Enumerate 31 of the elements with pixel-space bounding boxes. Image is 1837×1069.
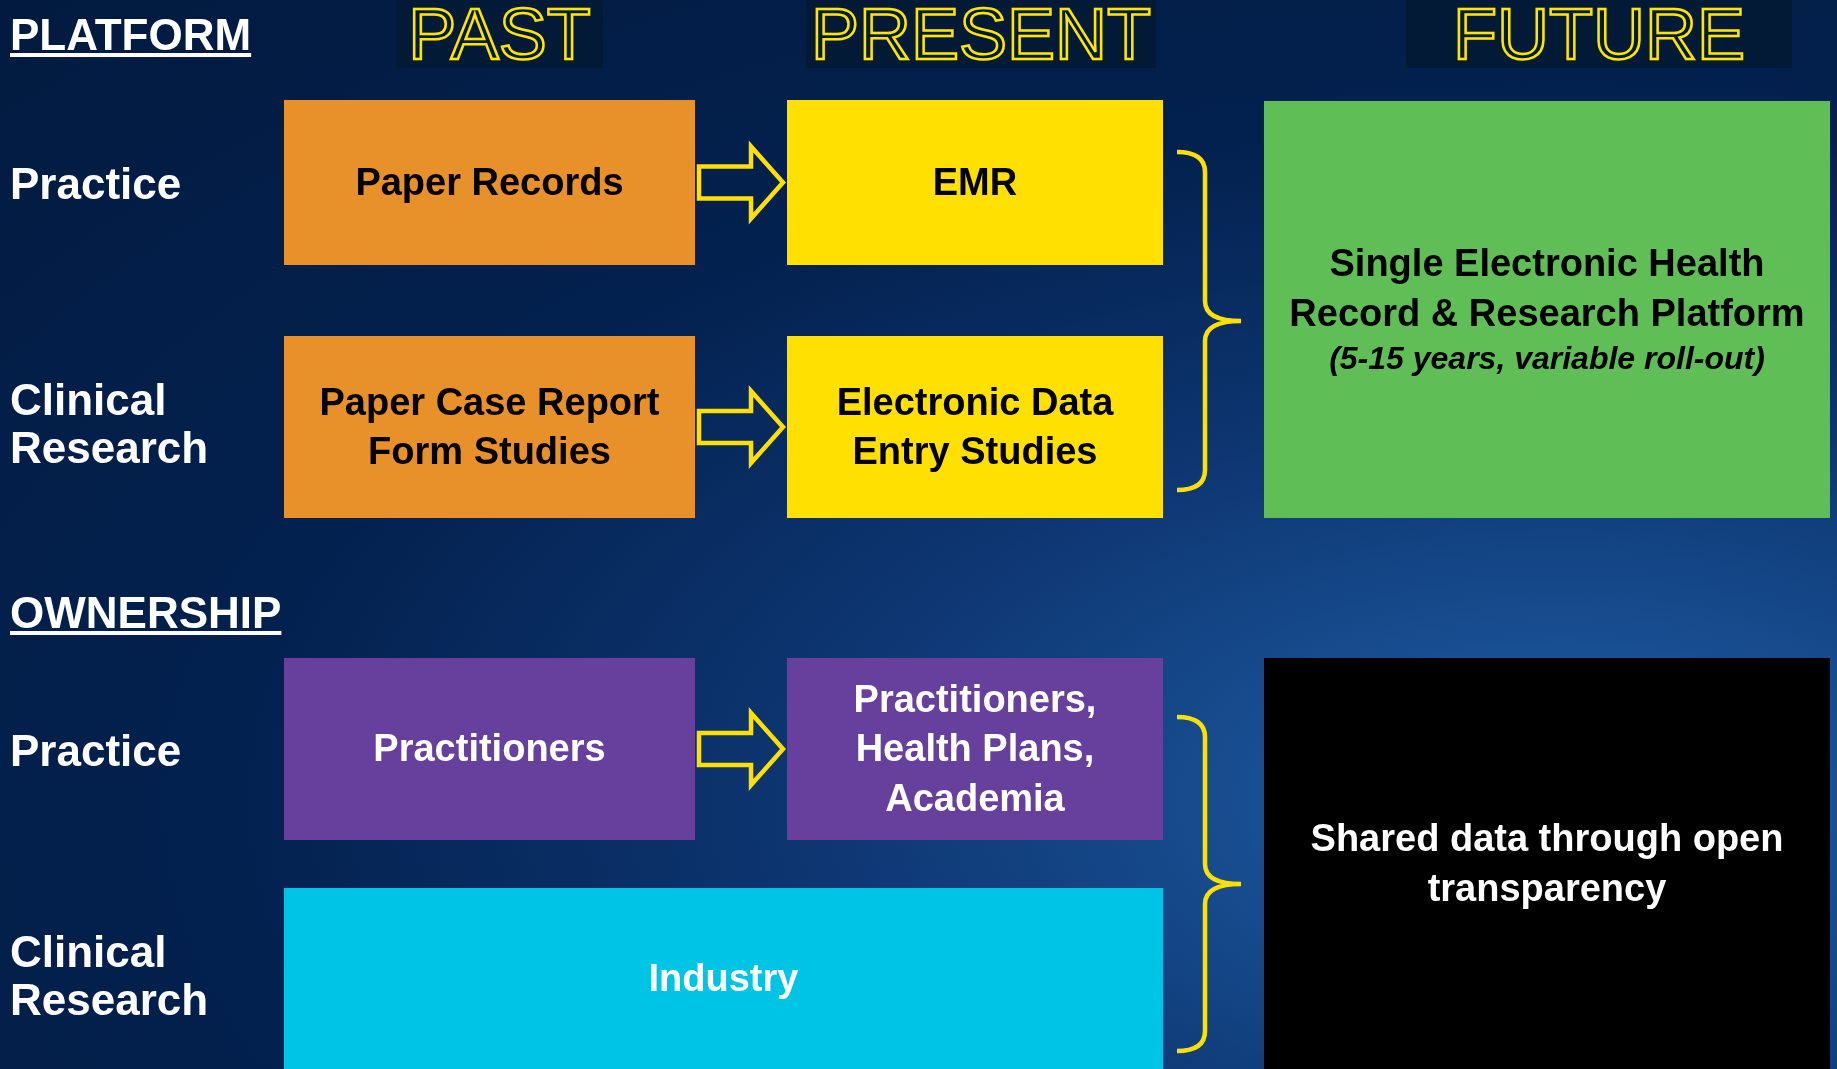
section-heading: PLATFORM <box>10 10 252 60</box>
box-text: EMR <box>932 159 1018 205</box>
box-text: Paper Records <box>355 159 624 205</box>
section-heading: OWNERSHIP <box>10 588 282 638</box>
box-text: Practitioners <box>373 726 606 772</box>
process-box <box>787 100 1163 265</box>
box-text: Paper Case Report Form Studies <box>318 379 661 474</box>
box-note: (5-15 years, variable roll-out) <box>1329 339 1765 379</box>
column-heading: PAST <box>396 0 603 68</box>
box-text: Industry <box>648 955 799 1001</box>
outcome-box <box>1264 101 1830 518</box>
block-arrow <box>696 385 786 469</box>
box-text: Shared data through open transparency <box>1309 816 1785 911</box>
row-label: Practice <box>10 727 183 775</box>
block-arrow <box>696 140 786 225</box>
process-box <box>787 658 1163 840</box>
box-text: Practitioners, Health Plans, Academia <box>852 676 1098 821</box>
box-text: Electronic Data Entry Studies <box>835 379 1115 474</box>
box-text: Single Electronic Health Record & Research Platform <box>1288 241 1806 336</box>
row-label: Practice <box>10 160 183 208</box>
column-heading: FUTURE <box>1406 0 1792 68</box>
process-box <box>284 658 695 840</box>
process-box <box>284 100 695 265</box>
row-label: Clinical Research <box>10 928 210 1024</box>
row-label: Clinical Research <box>10 376 210 472</box>
outcome-box <box>1264 658 1830 1069</box>
process-box <box>787 336 1163 518</box>
process-box <box>284 888 1163 1069</box>
block-arrow <box>696 707 786 791</box>
process-box <box>284 336 695 518</box>
column-heading: PRESENT <box>806 0 1156 68</box>
